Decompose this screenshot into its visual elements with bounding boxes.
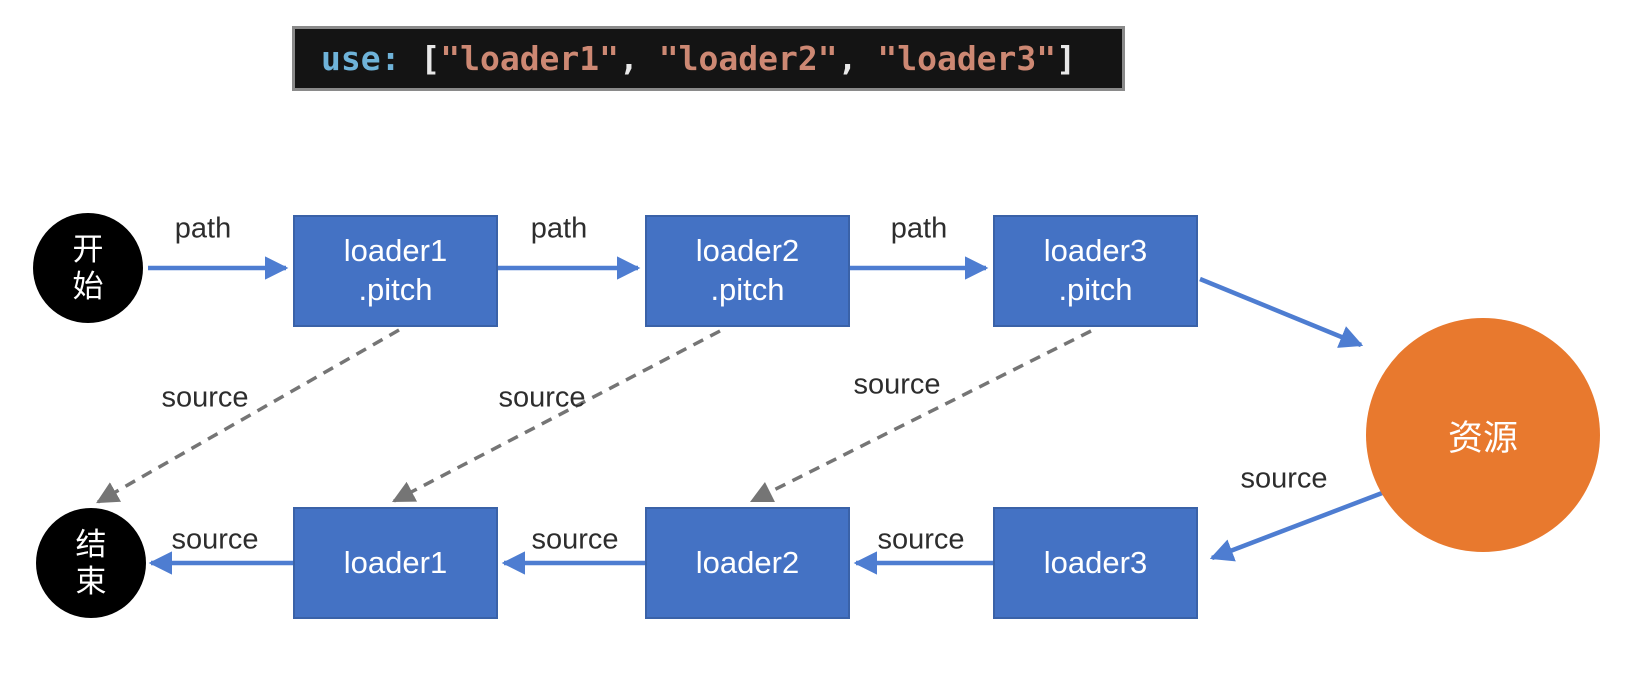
node-loader1-pitch: loader1 .pitch (293, 215, 498, 327)
edge-label-source-dashed-1: source (161, 381, 249, 414)
node-loader2-pitch-label: loader2 .pitch (695, 233, 800, 307)
start-node: 开始 (33, 213, 143, 323)
code-open-bracket: [ (420, 39, 441, 78)
node-loader1-pitch-label: loader1 .pitch (343, 233, 448, 307)
start-node-label: 开始 (72, 231, 104, 304)
node-loader3-pitch-label: loader3 .pitch (1043, 233, 1148, 307)
node-loader2-label: loader2 (695, 544, 800, 580)
end-node-label: 结束 (75, 526, 107, 599)
code-separator: , (619, 39, 659, 78)
edge-label-source-l2-l1: source (531, 523, 619, 556)
edge-resource-to-loader3 (1209, 487, 1391, 562)
edge-pitch3-to-loader2-dashed (749, 329, 1092, 503)
code-snippet: use: [ "loader1" , "loader2" , "loader3"… (292, 26, 1125, 91)
node-loader2-pitch: loader2 .pitch (645, 215, 850, 327)
node-loader3-label: loader3 (1043, 544, 1148, 580)
edge-label-source-l1-end: source (171, 523, 259, 556)
code-string-loader2: "loader2" (658, 39, 838, 78)
edge-pitch2-to-loader1-dashed (392, 329, 721, 503)
code-string-loader3: "loader3" (877, 39, 1057, 78)
edge-pitch1-to-end-dashed (96, 328, 400, 504)
code-string-loader1: "loader1" (440, 39, 620, 78)
edge-label-source-resource: source (1240, 462, 1328, 495)
code-keyword: use: (321, 39, 421, 78)
edge-label-path-2: path (530, 212, 588, 245)
resource-node: 资源 (1366, 318, 1600, 552)
node-loader3: loader3 (993, 507, 1198, 619)
node-loader1-label: loader1 (343, 544, 448, 580)
code-close-bracket: ] (1056, 39, 1077, 78)
edge-pitch3-to-resource (1199, 276, 1364, 348)
node-loader2: loader2 (645, 507, 850, 619)
edge-label-path-1: path (174, 212, 232, 245)
edge-label-source-l3-l2: source (877, 523, 965, 556)
node-loader1: loader1 (293, 507, 498, 619)
edge-label-path-3: path (890, 212, 948, 245)
edge-label-source-dashed-3: source (853, 368, 941, 401)
resource-node-label: 资源 (1447, 418, 1518, 458)
end-node: 结束 (36, 508, 146, 618)
edge-label-source-dashed-2: source (498, 381, 586, 414)
node-loader3-pitch: loader3 .pitch (993, 215, 1198, 327)
code-separator: , (837, 39, 878, 78)
